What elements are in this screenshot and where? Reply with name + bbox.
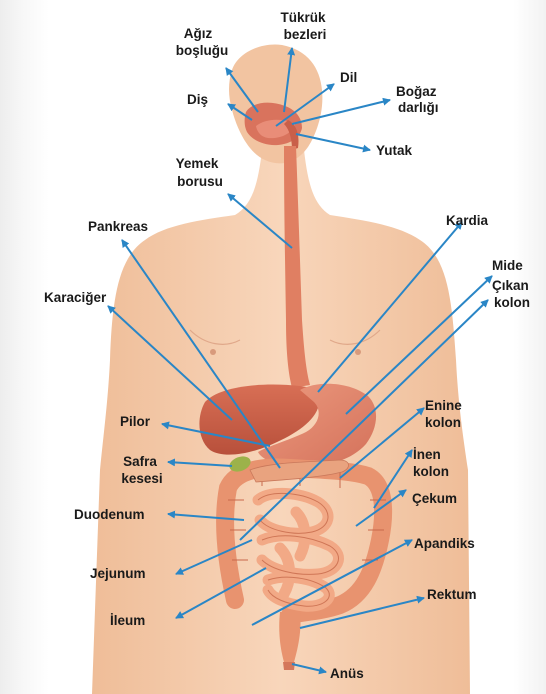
label-safra-line1: Safra — [123, 454, 157, 469]
label-bogaz-line2: darlığı — [398, 100, 439, 115]
label-bogaz-line1: Boğaz — [396, 84, 437, 99]
label-yemek-line2: borusu — [177, 174, 223, 189]
label-enine-line2: kolon — [425, 415, 461, 430]
label-cekum: Çekum — [412, 491, 457, 506]
label-apandiks: Apandiks — [414, 536, 475, 551]
label-pilor: Pilor — [120, 414, 151, 429]
label-enine-line1: Enine — [425, 398, 462, 413]
label-yutak: Yutak — [376, 143, 413, 158]
label-agiz-line2: boşluğu — [176, 43, 229, 58]
label-dil: Dil — [340, 70, 357, 85]
anus — [283, 662, 295, 670]
label-safra-line2: kesesi — [121, 471, 162, 486]
label-cikan-line2: kolon — [494, 295, 530, 310]
nipple-right — [355, 349, 361, 355]
label-tukruk-line2: bezleri — [284, 27, 327, 42]
label-rektum: Rektum — [427, 587, 477, 602]
label-inen-line1: İnen — [413, 447, 441, 462]
label-dis: Diş — [187, 92, 208, 107]
label-cikan-line1: Çıkan — [492, 278, 529, 293]
label-duodenum: Duodenum — [74, 507, 145, 522]
label-mide: Mide — [492, 258, 523, 273]
label-ileum: İleum — [110, 613, 145, 628]
label-inen-line2: kolon — [413, 464, 449, 479]
label-kardia: Kardia — [446, 213, 489, 228]
label-jejunum: Jejunum — [90, 566, 146, 581]
label-agiz-line1: Ağız — [184, 26, 213, 41]
label-anus: Anüs — [330, 666, 364, 681]
label-karaciger: Karaciğer — [44, 290, 107, 305]
label-tukruk-line1: Tükrük — [280, 10, 326, 25]
label-yemek-line1: Yemek — [176, 156, 219, 171]
nipple-left — [210, 349, 216, 355]
label-pankreas: Pankreas — [88, 219, 148, 234]
